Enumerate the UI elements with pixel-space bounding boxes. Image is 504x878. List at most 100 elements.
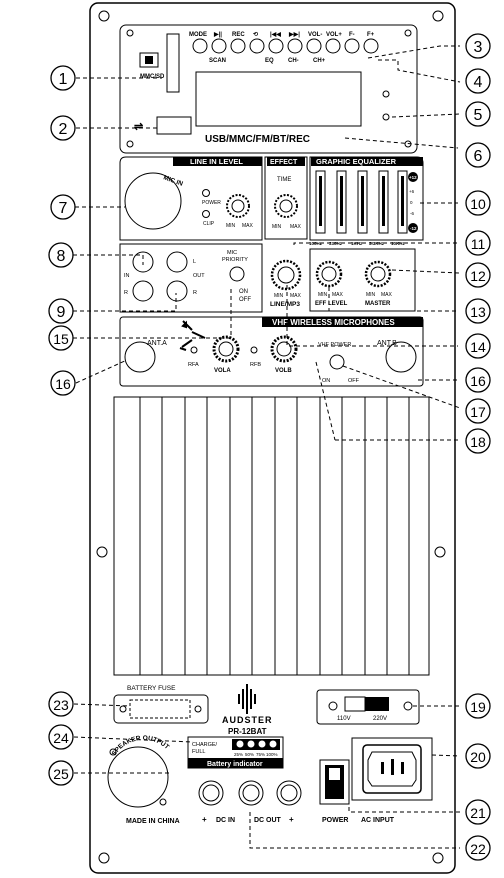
mic-priority-switch[interactable]: [229, 266, 245, 282]
vola-knob[interactable]: [212, 335, 240, 363]
callout-12: 12: [465, 262, 491, 288]
eq-slider-track: [401, 176, 404, 226]
screw-hole: [126, 140, 134, 148]
screw-hole: [404, 29, 412, 37]
eq-slider-track: [361, 176, 364, 226]
label-mode: MODE: [189, 32, 207, 38]
screw-hole: [432, 10, 444, 22]
f-down-button[interactable]: [344, 38, 360, 54]
line-out-r-jack[interactable]: [166, 280, 188, 302]
io-r-label-left: R: [124, 290, 128, 296]
dc-out-label: DC OUT: [254, 817, 282, 824]
f-up-button[interactable]: [363, 38, 379, 54]
line-in-l-jack[interactable]: [132, 251, 154, 273]
made-in-china-label: MADE IN CHINA: [126, 818, 180, 825]
voltage-switch[interactable]: [365, 697, 389, 711]
mode-button[interactable]: [192, 38, 208, 54]
callout-18: 18: [465, 428, 491, 454]
mic-in-xlr-jack[interactable]: [124, 172, 182, 230]
callout-20-number: 20: [470, 749, 486, 765]
rec-button[interactable]: [230, 38, 246, 54]
eq-slider-100hz[interactable]: [315, 170, 326, 234]
callout-16-right: 16: [465, 367, 491, 393]
iec-pin: [381, 762, 384, 774]
voltage-110-label: 110V: [337, 716, 351, 722]
iec-pin: [401, 762, 404, 774]
repeat-button[interactable]: [249, 38, 265, 54]
charge-label-1: CHARGE/: [192, 742, 218, 748]
speaker-output-jack[interactable]: [107, 746, 169, 808]
callout-3: 3: [465, 33, 491, 59]
callout-7-number: 7: [59, 200, 68, 217]
sd-card-icon: [139, 52, 159, 68]
callout-10-number: 10: [470, 196, 486, 212]
usb-port[interactable]: [156, 116, 192, 135]
next-button[interactable]: [287, 38, 303, 54]
vhf-power-switch[interactable]: [329, 354, 345, 370]
line-in-level-knob[interactable]: [226, 194, 250, 218]
ir-receiver: [382, 90, 390, 98]
callout-22-number: 22: [470, 841, 486, 857]
callout-16-number: 16: [55, 376, 71, 392]
dc-out-jack[interactable]: [276, 780, 302, 806]
callout-12-number: 12: [470, 268, 486, 284]
vhf-on-label: ON: [322, 378, 330, 384]
label-vol-up: VOL+: [326, 32, 342, 38]
callout-14-number: 14: [470, 339, 486, 355]
callout-4-number: 4: [474, 74, 483, 91]
effect-time-knob[interactable]: [274, 194, 298, 218]
volb-knob[interactable]: [270, 335, 298, 363]
callout-13: 13: [465, 298, 491, 324]
media-panel: [119, 24, 418, 154]
effect-header-bar: [267, 157, 305, 166]
callout-15: 15: [48, 325, 74, 351]
wireless-title: VHF WIRELESS MICROPHONES: [272, 318, 395, 327]
line-out-l-jack[interactable]: [166, 251, 188, 273]
label-ch-down: CH-: [288, 58, 299, 64]
callout-17: 17: [465, 398, 491, 424]
screw-hole: [432, 852, 444, 864]
voltage-selector-panel: [316, 689, 420, 725]
eq-slider-3-3khz[interactable]: [378, 170, 389, 234]
master-label: MASTER: [365, 301, 391, 307]
eq-scale-bottom: -12: [410, 226, 417, 231]
ac-input-socket[interactable]: [351, 737, 433, 801]
selector-screw: [328, 701, 338, 711]
battery-fuse[interactable]: [129, 699, 191, 719]
eff-level-knob[interactable]: [315, 260, 343, 288]
eq-slider-10khz[interactable]: [397, 170, 408, 234]
battery-indicator-bar: [188, 758, 283, 768]
dc-in-jack[interactable]: [238, 780, 264, 806]
callout-5: 5: [465, 101, 491, 127]
label-scan: SCAN: [209, 58, 226, 64]
play-pause-button[interactable]: [211, 38, 227, 54]
vol-down-button[interactable]: [306, 38, 322, 54]
antenna-b-connector[interactable]: [385, 341, 417, 373]
line-mp3-label: LINE/MP3: [270, 301, 300, 308]
eq-slider-330hz[interactable]: [336, 170, 347, 234]
dc-jack-1[interactable]: [198, 780, 224, 806]
master-knob[interactable]: [364, 260, 392, 288]
power-switch-housing: [319, 759, 350, 805]
antenna-a-connector[interactable]: [124, 341, 156, 373]
callout-24-number: 24: [53, 730, 69, 746]
callout-22: 22: [465, 835, 491, 861]
previous-button[interactable]: [268, 38, 284, 54]
eq-slider-track: [382, 176, 385, 226]
line-in-r-jack[interactable]: [132, 280, 154, 302]
eq-header-bar: [311, 157, 423, 166]
power-led: [202, 189, 210, 197]
sd-card-slot[interactable]: [166, 33, 180, 93]
eq-slider-1khz[interactable]: [357, 170, 368, 234]
iec-outline: [367, 751, 417, 787]
callout-1: 1: [50, 65, 76, 91]
vol-up-button[interactable]: [325, 38, 341, 54]
io-in-label: IN: [124, 273, 130, 279]
heat-sink-fins: [139, 397, 410, 675]
callout-11: 11: [465, 230, 491, 256]
ant-a-label: ANT.A: [147, 340, 167, 347]
callout-11-number: 11: [471, 236, 486, 252]
eq-scale-top: +12: [409, 175, 417, 180]
line-mp3-level-knob[interactable]: [270, 259, 302, 291]
battery-indicator-label: Battery indicator: [207, 761, 263, 768]
